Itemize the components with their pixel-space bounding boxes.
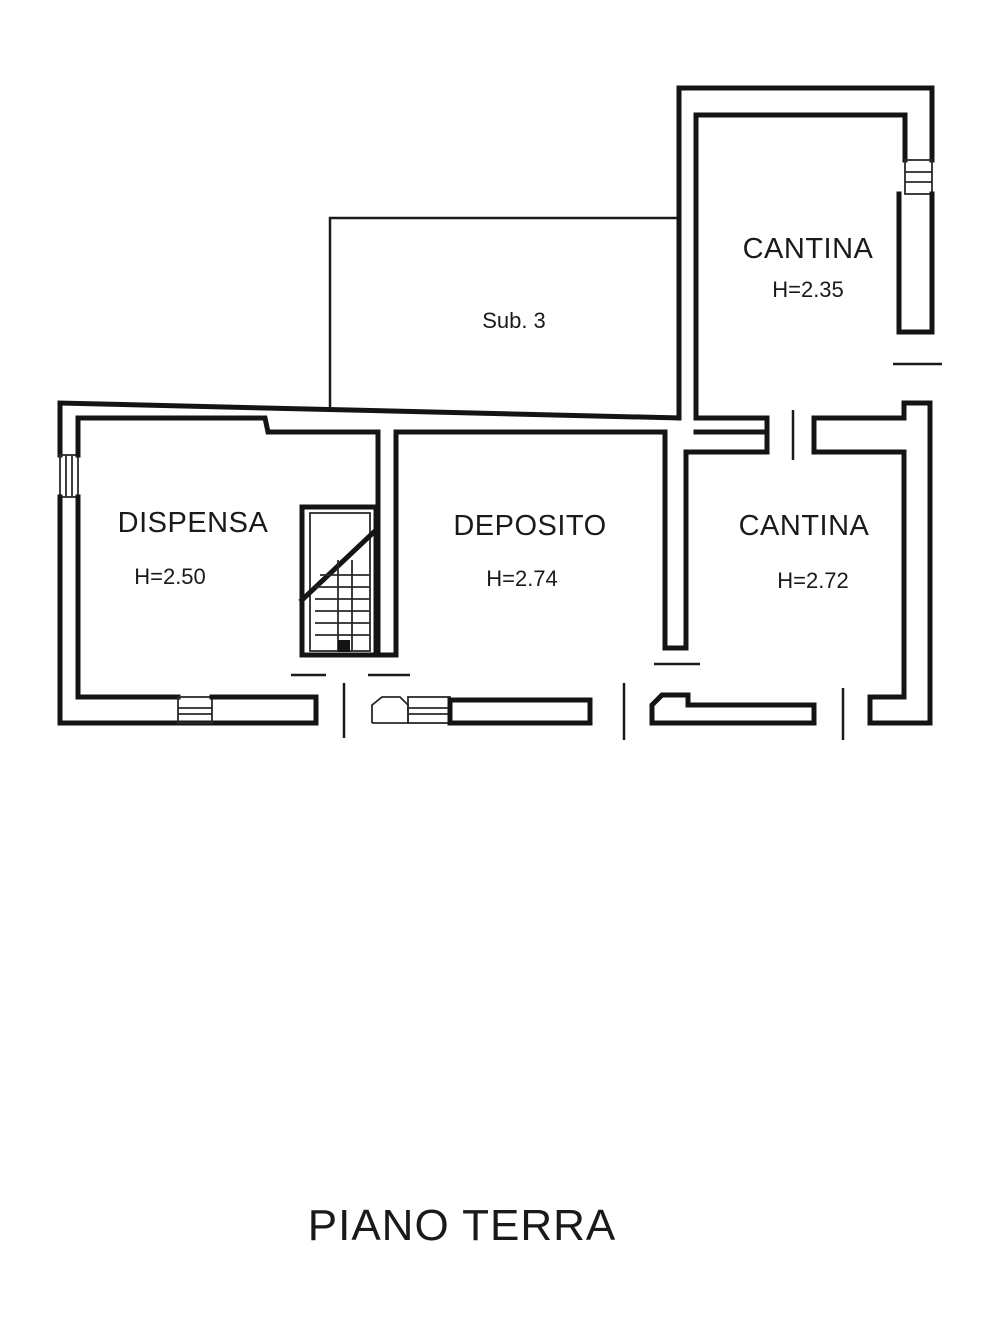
room-name-deposito: DEPOSITO [453,510,606,542]
room-name-lower-cantina: CANTINA [739,510,870,542]
room-name-dispensa: DISPENSA [118,507,269,539]
main-block-walls [57,400,933,740]
room-height-deposito: H=2.74 [486,566,558,591]
room-name-upper-cantina: CANTINA [743,233,874,265]
upper-cantina-walls [676,85,942,421]
staircase [298,504,380,658]
room-height-dispensa: H=2.50 [134,564,206,589]
room-height-upper-cantina: H=2.35 [772,277,844,302]
floor-title: PIANO TERRA [308,1201,616,1250]
neighbor-unit-label: Sub. 3 [482,308,546,333]
room-height-lower-cantina: H=2.72 [777,568,849,593]
